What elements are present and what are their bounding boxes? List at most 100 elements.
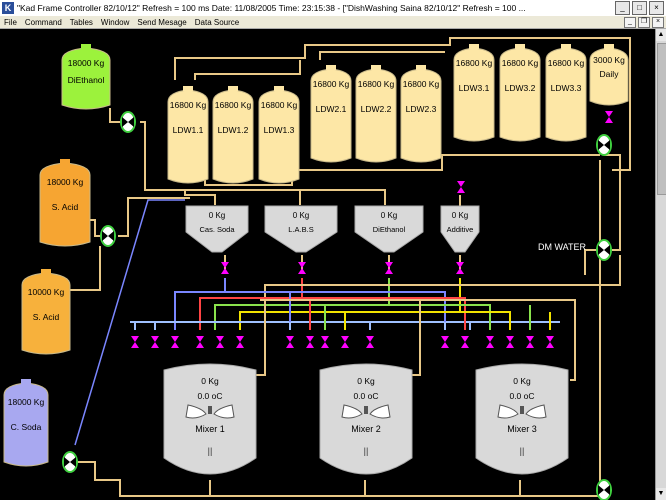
- mixer-3-weight: 0 Kg: [513, 376, 531, 386]
- mdi-minimize-button[interactable]: _: [624, 16, 636, 28]
- valve-dm-water[interactable]: [596, 239, 612, 261]
- menu-command[interactable]: Command: [24, 17, 62, 27]
- valve-mixer-inlet-6[interactable]: [236, 336, 244, 348]
- mixer-2-blade-right-icon: [369, 404, 391, 419]
- maximize-button[interactable]: □: [632, 1, 647, 15]
- tank-s-acid-2-weight: 10000 Kg: [28, 287, 65, 297]
- tank-ldw1-3-weight: 16800 Kg: [261, 100, 298, 110]
- valve-mixer-inlet-17[interactable]: [546, 336, 554, 348]
- tank-ldw3-1-body: [453, 47, 495, 142]
- tank-ldw3-3-cap: [561, 44, 571, 49]
- tank-ldw2-1[interactable]: 16800 Kg LDW2.1: [310, 65, 352, 163]
- valve-hopper-1-outlet[interactable]: [221, 262, 229, 274]
- valve-mixer-inlet-1[interactable]: [131, 336, 139, 348]
- valve-daily-inlet-body: [605, 111, 613, 123]
- valve-daily-inlet[interactable]: [605, 111, 613, 123]
- mdi-restore-button[interactable]: ❐: [638, 16, 650, 28]
- tank-s-acid-1-body: [39, 162, 91, 247]
- menu-data-source[interactable]: Data Source: [194, 17, 240, 27]
- tank-c-soda-cap: [21, 379, 31, 384]
- vertical-scrollbar[interactable]: ▲ ▼: [655, 29, 666, 500]
- valve-mixer-inlet-5[interactable]: [216, 336, 224, 348]
- valve-c-soda-outlet[interactable]: [62, 451, 78, 473]
- tank-ldw1-2-body: [212, 89, 254, 184]
- close-button[interactable]: ×: [649, 1, 664, 15]
- valve-mixer-inlet-9[interactable]: [321, 336, 329, 348]
- mixer-2-label: Mixer 2: [351, 424, 381, 434]
- valve-mixer-inlet-3[interactable]: [171, 336, 179, 348]
- hopper-3-weight: 0 Kg: [381, 211, 397, 220]
- valve-drain-return-body: [598, 485, 610, 495]
- tank-ldw2-1-cap: [326, 65, 336, 70]
- menu-file[interactable]: File: [4, 17, 17, 27]
- kad-icon[interactable]: K: [2, 2, 14, 14]
- hopper-4-body: [440, 205, 480, 253]
- valve-additive-inlet[interactable]: [457, 181, 465, 193]
- tank-c-soda[interactable]: 18000 KgC. Soda: [3, 379, 49, 467]
- tank-daily-label: Daily: [600, 69, 620, 79]
- tank-daily-cap: [604, 44, 614, 49]
- valve-s-acid-outlet[interactable]: [100, 225, 116, 247]
- valve-drain-return[interactable]: [596, 479, 612, 500]
- hopper-2[interactable]: 0 KgL.A.B.S: [264, 205, 338, 253]
- mdi-close-button[interactable]: ×: [652, 16, 664, 28]
- mixer-2-temp: 0.0 oC: [353, 391, 378, 401]
- mixer-2-blade-left-icon: [341, 404, 363, 419]
- tank-s-acid-1[interactable]: 18000 KgS. Acid: [39, 159, 91, 247]
- tank-ldw3-1-label: LDW3.1: [459, 83, 490, 93]
- valve-mixer-inlet-14[interactable]: [486, 336, 494, 348]
- valve-mixer-inlet-12[interactable]: [441, 336, 449, 348]
- tank-ldw2-2-cap: [371, 65, 381, 70]
- tank-ldw2-2-weight: 16800 Kg: [358, 79, 395, 89]
- valve-mixer-inlet-2[interactable]: [151, 336, 159, 348]
- tank-ldw2-1-weight: 16800 Kg: [313, 79, 350, 89]
- valve-mixer-inlet-11[interactable]: [366, 336, 374, 348]
- tank-ldw2-1-label: LDW2.1: [316, 104, 347, 114]
- valve-diethanol-outlet[interactable]: [120, 111, 136, 133]
- valve-mixer-inlet-15[interactable]: [506, 336, 514, 348]
- valve-mixer-inlet-13[interactable]: [461, 336, 469, 348]
- valve-mixer-inlet-2-body: [151, 336, 159, 348]
- minimize-button[interactable]: _: [615, 1, 630, 15]
- scroll-thumb[interactable]: [657, 43, 666, 195]
- valve-diethanol-outlet-body: [122, 117, 134, 127]
- tank-ldw3-3-label: LDW3.3: [551, 83, 582, 93]
- valve-daily-outlet[interactable]: [596, 134, 612, 156]
- pipe: [184, 190, 216, 205]
- valve-hopper-3-outlet[interactable]: [385, 262, 393, 274]
- hopper-4-weight: 0 Kg: [452, 211, 468, 220]
- menu-window[interactable]: Window: [100, 17, 130, 27]
- scroll-up-button[interactable]: ▲: [656, 29, 666, 41]
- menu-tables[interactable]: Tables: [69, 17, 93, 27]
- valve-hopper-4-outlet[interactable]: [456, 262, 464, 274]
- menu-send-message[interactable]: Send Mesage: [137, 17, 187, 27]
- valve-hopper-2-outlet[interactable]: [298, 262, 306, 274]
- mixer-2-body: [319, 363, 413, 475]
- mixer-1-blade-left-icon: [185, 404, 207, 419]
- tank-s-acid-2[interactable]: 10000 KgS. Acid: [21, 269, 71, 355]
- valve-mixer-inlet-7[interactable]: [286, 336, 294, 348]
- valve-mixer-inlet-16[interactable]: [526, 336, 534, 348]
- window-title: "Kad Frame Controller 82/10/12" Refresh …: [17, 3, 526, 13]
- valve-mixer-inlet-4[interactable]: [196, 336, 204, 348]
- scroll-down-button[interactable]: ▼: [656, 488, 666, 500]
- valve-mixer-inlet-10[interactable]: [341, 336, 349, 348]
- valve-mixer-inlet-8[interactable]: [306, 336, 314, 348]
- tank-diethanol-body: [61, 47, 111, 110]
